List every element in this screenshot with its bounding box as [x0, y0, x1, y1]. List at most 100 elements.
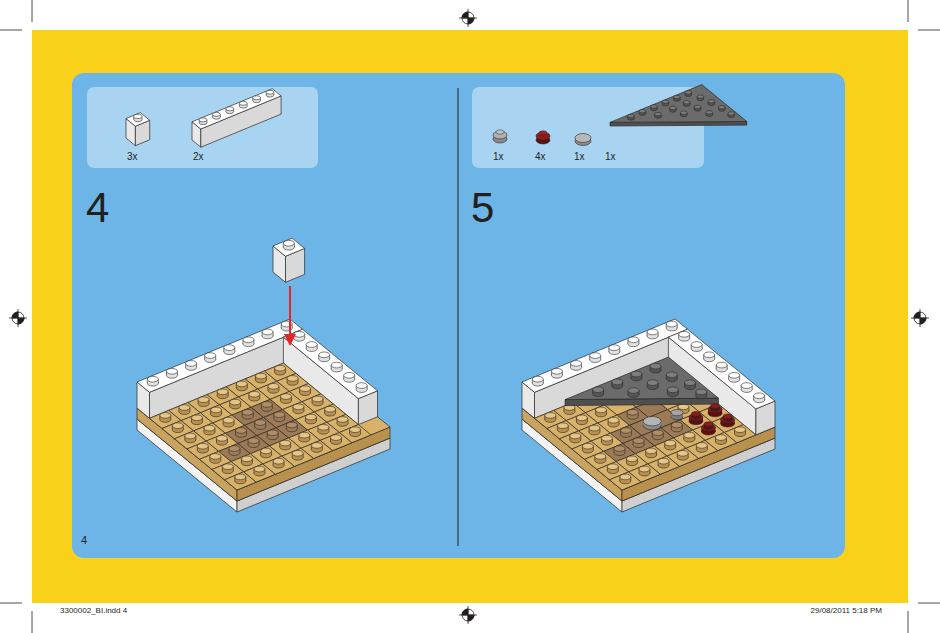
- stud: [608, 417, 619, 423]
- stud: [696, 443, 707, 449]
- stud: [706, 111, 713, 114]
- stud: [621, 428, 632, 434]
- brick-face: [273, 238, 305, 256]
- stud: [697, 95, 704, 98]
- stud: [330, 435, 341, 441]
- stud: [198, 397, 209, 403]
- stud: [300, 386, 311, 392]
- stud: [601, 435, 612, 441]
- stud: [254, 466, 265, 472]
- stud: [280, 440, 291, 446]
- stud: [230, 399, 241, 405]
- brick-face: [150, 329, 303, 418]
- stud: [716, 362, 727, 368]
- stud: [627, 409, 638, 415]
- registration-marks: [9, 9, 929, 624]
- stud: [639, 466, 650, 472]
- stud: [681, 111, 688, 114]
- stud: [735, 427, 746, 433]
- stud: [671, 422, 682, 428]
- stud: [532, 376, 543, 382]
- stud: [626, 456, 637, 462]
- tile: [225, 472, 257, 490]
- stud: [596, 407, 607, 413]
- stud: [655, 112, 662, 115]
- stud: [275, 365, 286, 371]
- stud: [248, 438, 259, 444]
- stud: [204, 425, 215, 431]
- stud: [241, 456, 252, 462]
- stud: [179, 405, 190, 411]
- part-count: 3x: [127, 151, 138, 163]
- stud: [683, 101, 690, 104]
- stud: [356, 383, 367, 389]
- stud: [741, 383, 752, 389]
- stud: [311, 443, 322, 449]
- stud: [197, 443, 208, 449]
- stud: [147, 376, 158, 382]
- stud: [614, 446, 625, 452]
- stud: [685, 91, 692, 94]
- stud: [679, 331, 690, 337]
- stud: [253, 96, 261, 100]
- file-name: 3300002_BI.indd 4: [60, 606, 127, 615]
- stud: [589, 425, 600, 431]
- blue-panel: [72, 73, 845, 558]
- stud: [216, 435, 227, 441]
- stud: [172, 423, 183, 429]
- stud: [299, 432, 310, 438]
- stud: [677, 450, 688, 456]
- wedge-plate: [565, 357, 718, 400]
- part-icon: [575, 134, 591, 143]
- stud: [728, 112, 735, 115]
- stud: [607, 464, 618, 470]
- stud: [262, 329, 273, 335]
- page-number: 4: [81, 534, 87, 547]
- stud: [287, 376, 298, 382]
- stud: [191, 415, 202, 421]
- stud: [696, 389, 707, 395]
- stud: [166, 368, 177, 374]
- stud: [628, 337, 639, 343]
- stud: [236, 428, 247, 434]
- stud: [344, 372, 355, 378]
- stud: [647, 329, 658, 335]
- stud: [631, 371, 642, 377]
- part-count: 1x: [605, 151, 616, 163]
- part-icon: [496, 130, 504, 134]
- stud: [590, 353, 601, 359]
- stud: [283, 240, 294, 246]
- stud: [186, 361, 197, 367]
- stud: [593, 387, 604, 393]
- stud: [612, 379, 623, 385]
- stud: [243, 337, 254, 343]
- stud: [729, 372, 740, 378]
- part-count: 4x: [535, 151, 546, 163]
- stud: [715, 435, 726, 441]
- stud: [273, 458, 284, 464]
- stud: [719, 105, 726, 108]
- stud: [226, 107, 234, 111]
- step-number: 5: [471, 184, 494, 232]
- stud: [691, 342, 702, 348]
- stud: [665, 440, 676, 446]
- stud: [306, 342, 317, 348]
- stud: [684, 432, 695, 438]
- tile: [610, 472, 642, 490]
- part-icon: [539, 131, 547, 135]
- stud: [711, 404, 720, 409]
- placement-arrow: [289, 286, 291, 336]
- stud: [236, 381, 247, 387]
- stud: [293, 404, 304, 410]
- placement-arrow: [284, 334, 296, 346]
- stud: [235, 474, 246, 480]
- stud: [160, 413, 171, 419]
- stud: [704, 422, 713, 427]
- stud: [694, 105, 701, 108]
- stud: [229, 446, 240, 452]
- stud: [674, 95, 681, 98]
- stud: [704, 352, 715, 358]
- stud: [274, 412, 285, 418]
